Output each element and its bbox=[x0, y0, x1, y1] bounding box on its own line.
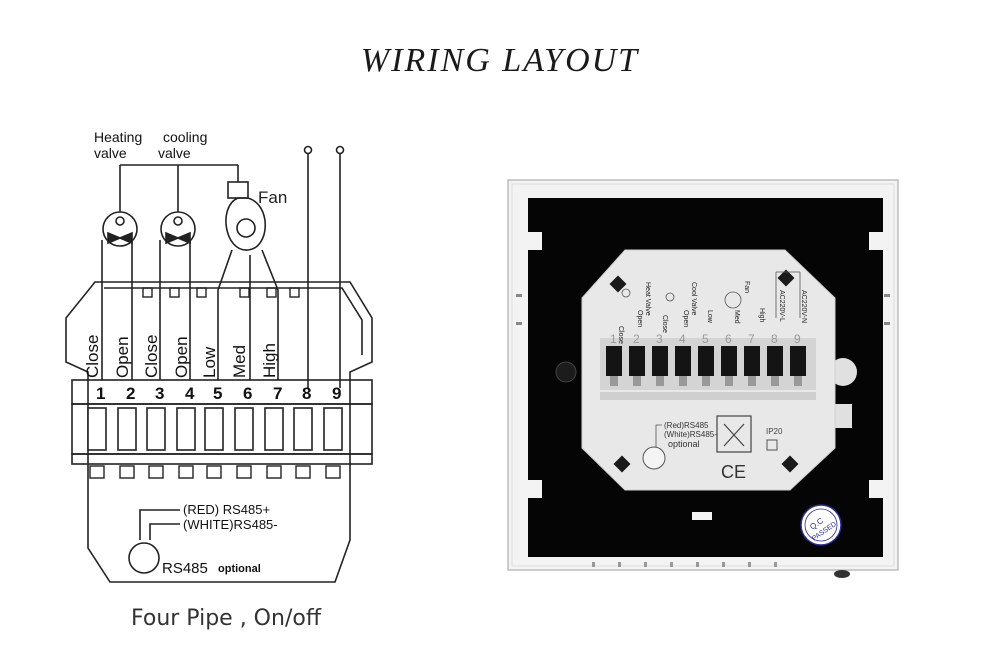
module-housing bbox=[65, 281, 373, 583]
cooling-label: cooling bbox=[163, 129, 207, 145]
label-close-2: Close bbox=[142, 335, 161, 378]
optional-label: optional bbox=[218, 563, 261, 575]
svg-text:5: 5 bbox=[702, 332, 709, 346]
svg-text:9: 9 bbox=[794, 332, 801, 346]
svg-text:AC220V-L: AC220V-L bbox=[778, 290, 785, 322]
rs485-white-label: (WHITE)RS485- bbox=[183, 517, 278, 532]
terminal-2: 2 bbox=[126, 384, 135, 403]
fan-icon-top bbox=[227, 181, 249, 199]
label-high: High bbox=[260, 343, 279, 378]
heating-valve-label: valve bbox=[94, 145, 127, 161]
terminal-7: 7 bbox=[273, 384, 282, 403]
label-close-1: Close bbox=[83, 335, 102, 378]
cooling-valve-icon bbox=[160, 211, 196, 247]
svg-text:Low: Low bbox=[706, 310, 713, 324]
svg-text:AC220V-N: AC220V-N bbox=[800, 290, 807, 323]
photo-terminal-numbers: 1 2 3 4 5 6 7 8 9 bbox=[610, 332, 801, 346]
svg-text:8: 8 bbox=[771, 332, 778, 346]
svg-text:6: 6 bbox=[725, 332, 732, 346]
svg-text:High: High bbox=[758, 308, 765, 323]
svg-text:Heat Valve: Heat Valve bbox=[644, 282, 651, 316]
svg-text:Med: Med bbox=[733, 310, 740, 324]
terminal-1: 1 bbox=[96, 384, 105, 403]
svg-text:2: 2 bbox=[633, 332, 640, 346]
heating-valve-icon bbox=[102, 211, 138, 247]
qc-passed-sticker: Q.C PASSED bbox=[800, 504, 842, 546]
fan-label: Fan bbox=[258, 188, 287, 207]
terminal-9: 9 bbox=[332, 384, 341, 403]
ip-rating: IP20 bbox=[766, 427, 783, 436]
terminal-3: 3 bbox=[155, 384, 164, 403]
function-labels: Close Open Close Open Low Med High bbox=[83, 335, 279, 378]
ce-mark: CE bbox=[721, 462, 746, 482]
label-low: Low bbox=[200, 346, 219, 378]
svg-text:Cool Valve: Cool Valve bbox=[690, 282, 697, 315]
terminal-8: 8 bbox=[302, 384, 311, 403]
svg-text:Open: Open bbox=[682, 310, 689, 327]
svg-text:Close: Close bbox=[661, 315, 668, 333]
rs485-port bbox=[128, 542, 160, 574]
svg-text:Fan: Fan bbox=[743, 281, 750, 293]
rs485-red-label: (RED) RS485+ bbox=[183, 502, 270, 517]
photo-function-labels: Close Open Heat Valve Close Open Cool Va… bbox=[617, 281, 807, 344]
photo-rs485-white: (White)RS485- bbox=[664, 430, 717, 439]
thermostat-back-photo: Close Open Heat Valve Close Open Cool Va… bbox=[507, 179, 899, 578]
cooling-valve-label: valve bbox=[158, 145, 191, 161]
terminal-5: 5 bbox=[213, 384, 222, 403]
photo-rs485-red: (Red)RS485 bbox=[664, 421, 709, 430]
svg-text:Close: Close bbox=[617, 326, 624, 344]
heating-label: Heating bbox=[94, 129, 142, 145]
terminal-4: 4 bbox=[185, 384, 195, 403]
svg-text:4: 4 bbox=[679, 332, 686, 346]
label-open-1: Open bbox=[113, 336, 132, 378]
svg-text:3: 3 bbox=[656, 332, 663, 346]
wiring-diagram: Heating valve cooling valve Fan bbox=[65, 129, 373, 583]
weee-icon bbox=[716, 415, 752, 453]
photo-optional: optional bbox=[668, 439, 700, 449]
svg-text:7: 7 bbox=[748, 332, 755, 346]
terminal-6: 6 bbox=[243, 384, 252, 403]
page-title: WIRING LAYOUT bbox=[360, 42, 640, 79]
terminal-numbers: 1 2 3 4 5 6 7 8 9 bbox=[96, 384, 341, 403]
label-med: Med bbox=[230, 345, 249, 378]
svg-text:1: 1 bbox=[610, 332, 617, 346]
diagram-caption: Four Pipe , On/off bbox=[131, 606, 321, 631]
svg-text:Open: Open bbox=[636, 310, 643, 327]
label-open-2: Open bbox=[172, 336, 191, 378]
rs485-label: RS485 bbox=[162, 560, 208, 577]
